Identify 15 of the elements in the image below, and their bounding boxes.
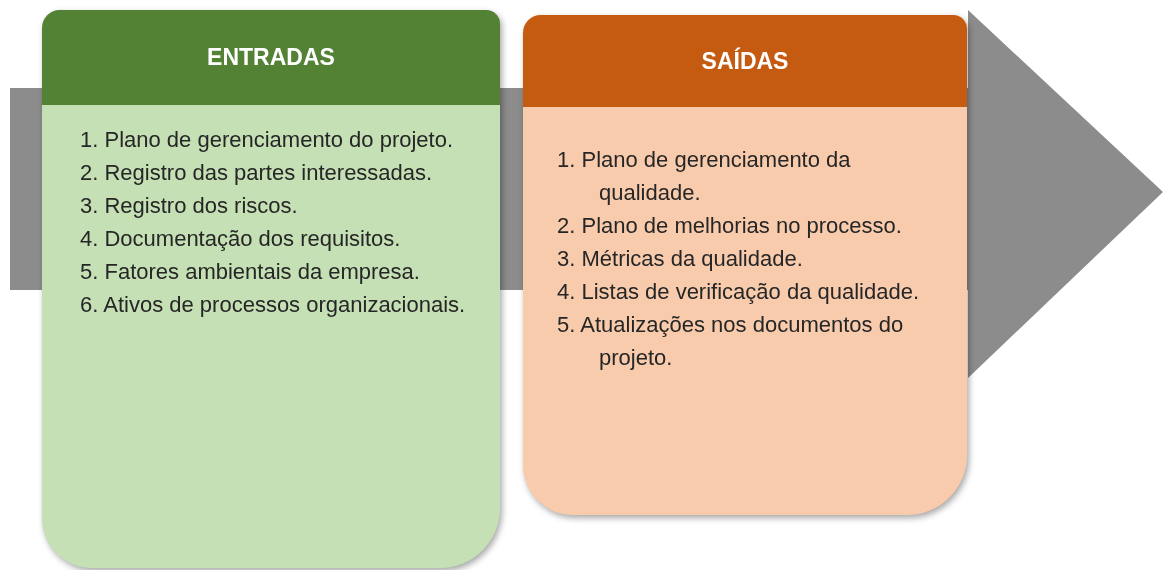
list-card xyxy=(523,15,967,515)
list-item: 6. Ativos de processos organizacionais. xyxy=(80,291,467,319)
list-item: 2. Plano de melhorias no processo. xyxy=(557,212,903,240)
list-item: 3. Métricas da qualidade. xyxy=(557,245,804,273)
list-item: 1. Plano de gerenciamento da qualidade. xyxy=(557,146,852,207)
list-card xyxy=(42,10,500,568)
list-item: 1. Plano de gerenciamento do projeto. xyxy=(80,126,455,154)
list-item: 3. Registro dos riscos. xyxy=(80,192,299,220)
list-item: 5. Fatores ambientais da empresa. xyxy=(80,258,421,286)
list-item: 4. Documentação dos requisitos. xyxy=(80,225,402,253)
list-item: 2. Registro das partes interessadas. xyxy=(80,159,434,187)
list-item: 5. Atualizações nos documentos do projeto. xyxy=(557,311,905,372)
card-title: SAÍDAS xyxy=(701,46,789,76)
list-item: 4. Listas de verificação da qualidade. xyxy=(557,278,920,306)
card-title: ENTRADAS xyxy=(207,43,335,73)
